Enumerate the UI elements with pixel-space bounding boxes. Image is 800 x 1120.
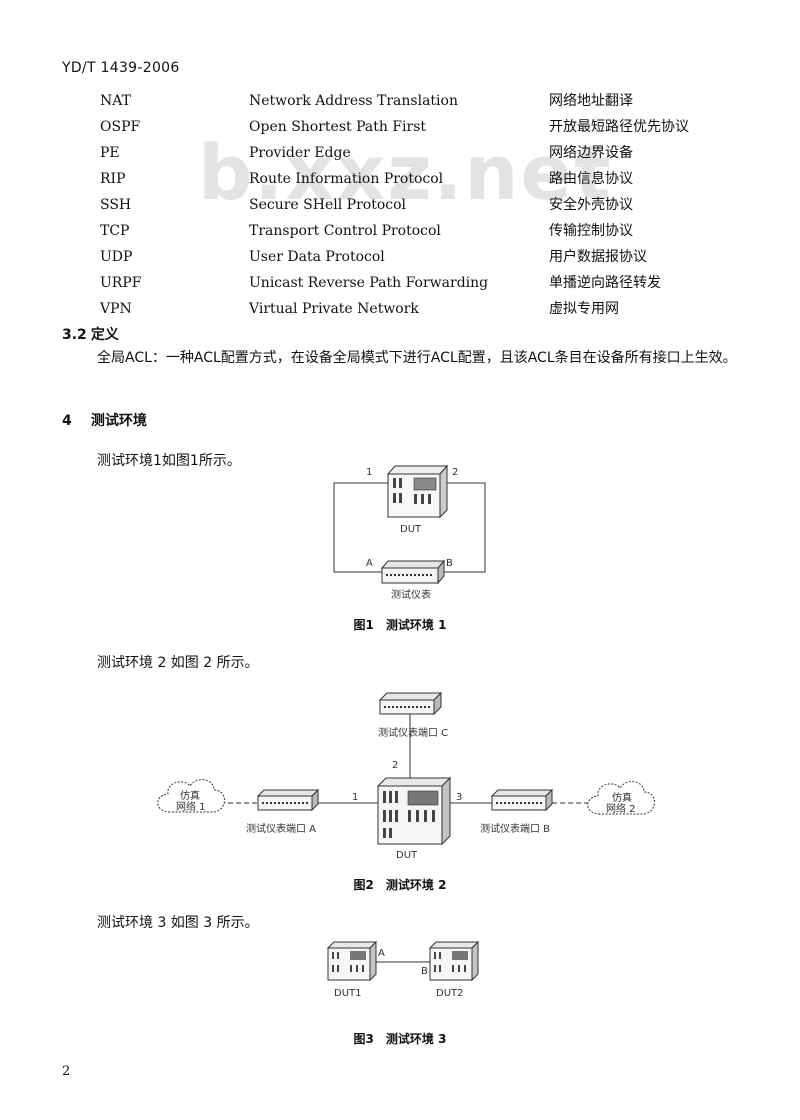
abbreviation-row: TCP Transport Control Protocol 传输控制协议 [100,218,740,244]
link-dut-port1-to-tester-a [333,482,388,573]
abbr-term: TCP [100,223,130,239]
fig2-port1-label: 1 [352,792,358,803]
abbreviation-row: URPF Unicast Reverse Path Forwarding 单播逆… [100,270,740,296]
figure2-diagram [157,691,655,846]
abbr-term: PE [100,145,120,161]
abbr-chinese: 安全外壳协议 [549,197,633,213]
abbr-chinese: 路由信息协议 [549,171,633,187]
abbr-term: URPF [100,275,142,291]
cloud-icon [587,781,655,815]
tester-a-device-icon [256,788,320,812]
abbr-english: Secure SHell Protocol [249,197,406,213]
abbr-term: RIP [100,171,126,187]
section-title: 定义 [90,327,119,343]
fig3-port-b-label: B [421,966,428,977]
section-number: 4 [62,413,72,429]
fig2-tester-a-label: 测试仪表端口 A [246,822,316,835]
abbr-term: SSH [100,197,132,213]
fig1-dut-label: DUT [400,524,422,535]
abbr-chinese: 传输控制协议 [549,223,633,239]
abbr-term: UDP [100,249,133,265]
fig3-dut1-label: DUT1 [334,988,362,999]
abbr-chinese: 用户数据报协议 [549,249,647,265]
figure1-intro: 测试环境1如图1所示。 [97,453,241,469]
abbr-term: OSPF [100,119,141,135]
definition-paragraph: 全局ACL：一种ACL配置方式，在设备全局模式下进行ACL配置，且该ACL条目在… [97,350,737,366]
fig3-dut2-label: DUT2 [436,988,464,999]
abbr-term: VPN [100,301,132,317]
abbr-english: Transport Control Protocol [249,223,441,239]
section-number: 3.2 [62,327,87,343]
abbreviation-table: NAT Network Address Translation 网络地址翻译 O… [100,88,740,322]
abbreviation-row: SSH Secure SHell Protocol 安全外壳协议 [100,192,740,218]
standard-code: YD/T 1439-2006 [62,60,180,76]
fig2-port3-label: 3 [456,792,462,803]
section-heading-3-2: 3.2 定义 [62,324,119,344]
abbr-term: NAT [100,93,131,109]
dut-router-icon [376,776,452,846]
abbreviation-row: UDP User Data Protocol 用户数据报协议 [100,244,740,270]
dut-router-icon [386,464,449,519]
fig1-port-a-label: A [366,558,373,569]
fig1-tester-label: 测试仪表 [391,588,431,601]
fig2-tester-c-label: 测试仪表端口 C [378,726,448,739]
abbr-english: Open Shortest Path First [249,119,427,135]
figure2-caption: 图2 测试环境 2 [353,878,447,892]
figure3-diagram [326,940,480,982]
figure2-intro: 测试环境 2 如图 2 所示。 [97,655,259,671]
section-title: 测试环境 [90,413,147,429]
fig2-dut-label: DUT [396,850,418,861]
abbr-english: Route Information Protocol [249,171,444,187]
dut2-router-icon [428,940,480,982]
fig2-cloud1-line1: 仿真 [180,789,200,802]
page-number: 2 [62,1064,71,1079]
abbr-english: Network Address Translation [249,93,458,109]
abbr-chinese: 单播逆向路径转发 [549,275,661,291]
abbreviation-row: RIP Route Information Protocol 路由信息协议 [100,166,740,192]
abbreviation-row: PE Provider Edge 网络边界设备 [100,140,740,166]
abbreviation-row: OSPF Open Shortest Path First 开放最短路径优先协议 [100,114,740,140]
abbr-english: Virtual Private Network [249,301,419,317]
fig3-port-a-label: A [378,948,385,959]
fig1-port1-label: 1 [366,467,372,478]
abbr-english: Unicast Reverse Path Forwarding [249,275,489,291]
fig2-cloud2-line2: 网络 2 [606,802,636,815]
figure3-caption: 图3 测试环境 3 [353,1032,447,1046]
abbreviation-row: NAT Network Address Translation 网络地址翻译 [100,88,740,114]
dut1-router-icon [326,940,378,982]
fig1-port-b-label: B [446,558,453,569]
figure3-intro: 测试环境 3 如图 3 所示。 [97,915,259,931]
abbr-chinese: 网络边界设备 [549,145,633,161]
tester-device-icon [380,559,446,585]
figure1-diagram [333,464,486,585]
tester-c-device-icon [378,691,443,716]
abbr-chinese: 开放最短路径优先协议 [549,119,689,135]
tester-b-device-icon [490,788,554,812]
fig2-port2-label: 2 [392,760,398,771]
fig2-cloud2-line1: 仿真 [612,791,632,804]
cloud-icon [157,779,225,813]
abbreviation-row: VPN Virtual Private Network 虚拟专用网 [100,296,740,322]
abbr-english: User Data Protocol [249,249,385,265]
section-heading-4: 4 测试环境 [62,410,147,430]
fig2-cloud1-line2: 网络 1 [176,800,206,813]
fig1-port2-label: 2 [452,467,458,478]
fig2-tester-b-label: 测试仪表端口 B [480,822,550,835]
abbr-english: Provider Edge [249,145,351,161]
abbr-chinese: 虚拟专用网 [549,301,619,317]
figure1-caption: 图1 测试环境 1 [353,618,447,632]
link-dut-port2-to-tester-b [438,482,486,573]
abbr-chinese: 网络地址翻译 [549,93,633,109]
